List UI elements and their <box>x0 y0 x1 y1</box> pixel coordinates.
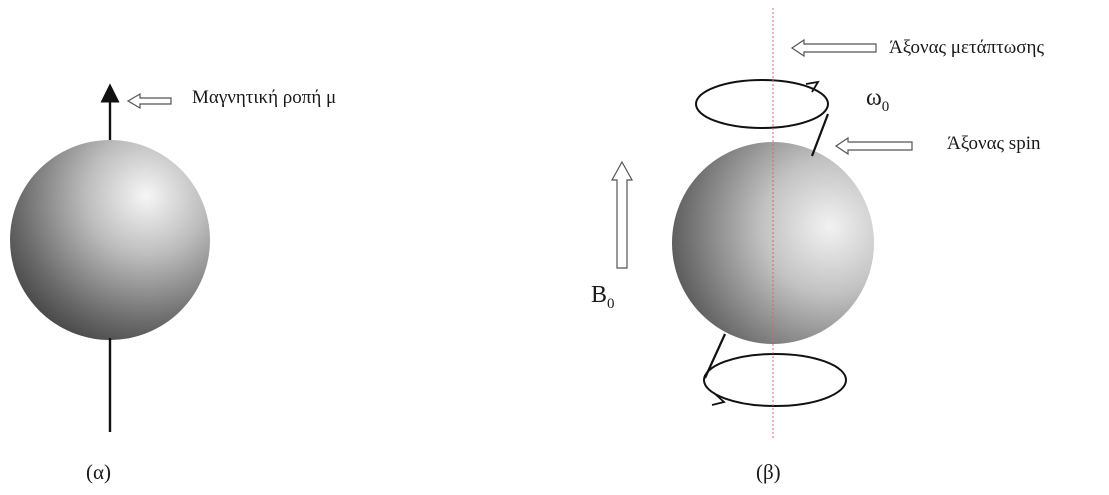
moment-pointer-arrow-icon <box>126 92 172 110</box>
magnetic-moment-label: Μαγνητική ροπή μ <box>192 87 337 108</box>
precession-loop-bottom <box>703 353 847 407</box>
b0-symbol: B <box>591 282 608 308</box>
precession-loop-top <box>695 79 829 129</box>
omega-label: ω0 <box>866 85 889 115</box>
panel-a <box>10 83 210 432</box>
panel-b <box>610 8 913 438</box>
spin-axis-label: Άξονας spin <box>947 133 1041 154</box>
spin-sphere-a <box>10 140 210 340</box>
precession-axis-label: Άξονας μετάπτωσης <box>889 37 1044 58</box>
spin-axis-top <box>810 113 830 157</box>
precession-axis-pointer-arrow-icon <box>790 38 877 58</box>
caption-alpha: (α) <box>86 460 111 484</box>
b0-field-arrow-icon <box>610 160 634 269</box>
precession-loop-top-arrow-icon <box>805 80 820 93</box>
omega-symbol: ω <box>866 85 882 111</box>
precession-loop-bottom-arrow-icon <box>711 392 726 406</box>
spin-axis-pointer-arrow-icon <box>834 136 913 156</box>
omega-subscript: 0 <box>881 99 890 115</box>
b0-subscript: 0 <box>607 296 615 312</box>
caption-beta: (β) <box>756 460 781 484</box>
b0-label: B0 <box>591 282 615 312</box>
spin-sphere-b <box>672 142 874 344</box>
